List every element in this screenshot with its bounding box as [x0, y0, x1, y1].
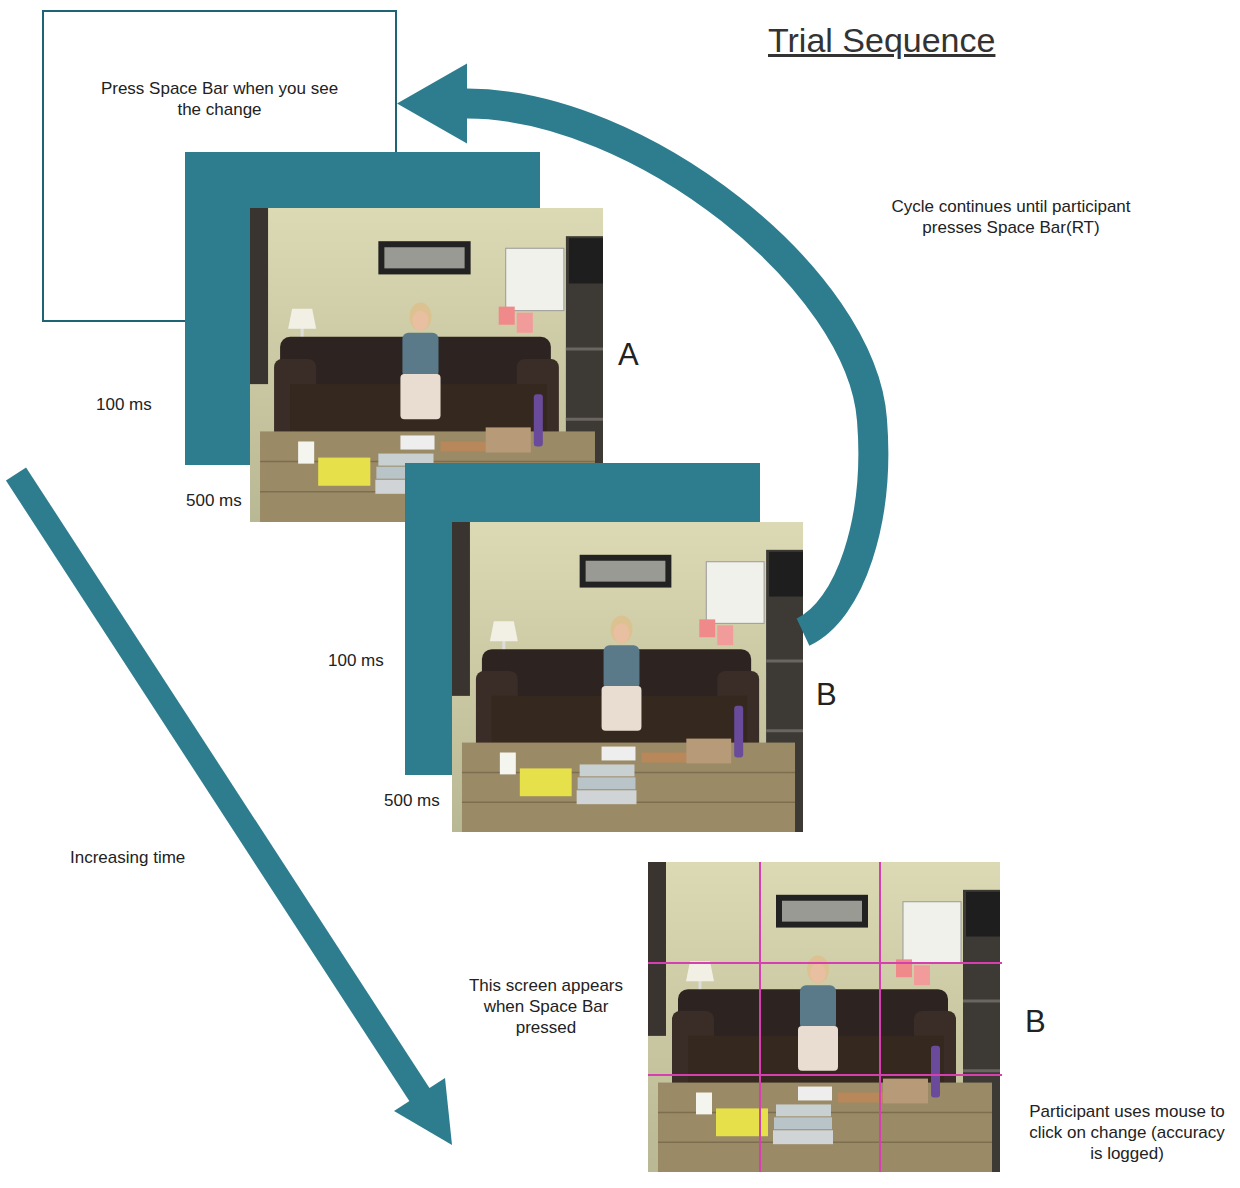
- cycle-note: Cycle continues until participant presse…: [866, 196, 1156, 238]
- screen-a: A: [250, 208, 603, 522]
- screen-letter: B: [1025, 1005, 1046, 1039]
- instruction-box: Press Space Bar when you see the change: [42, 10, 397, 322]
- cycle-arrow-body: [467, 104, 873, 632]
- grid-line: [648, 962, 1002, 964]
- screen-letter: B: [816, 678, 837, 712]
- photo-b: [452, 522, 803, 832]
- time-axis-label: Increasing time: [70, 847, 220, 868]
- response-note: Participant uses mouse to click on chang…: [1024, 1101, 1230, 1164]
- response-screen: B: [648, 862, 1000, 1172]
- instruction-text: Press Space Bar when you see the change: [92, 78, 347, 120]
- screen-letter: A: [618, 338, 639, 372]
- duration-label: 100 ms: [328, 650, 402, 671]
- grid-line: [879, 862, 881, 1172]
- time-arrow-shaft: [16, 474, 421, 1097]
- screen-b: B: [452, 522, 803, 832]
- photo-response: [648, 862, 1000, 1172]
- time-arrow-head: [394, 1078, 452, 1145]
- cycle-arrow-head: [397, 64, 467, 144]
- response-grid: [648, 862, 1002, 1172]
- cycle-arrow: [397, 64, 873, 632]
- duration-label: 500 ms: [186, 490, 246, 511]
- grid-line: [648, 1074, 1002, 1076]
- time-arrow: [16, 474, 452, 1145]
- grid-line: [759, 862, 761, 1172]
- response-note: This screen appears when Space Bar press…: [455, 975, 637, 1038]
- duration-label: 100 ms: [96, 394, 176, 415]
- diagram-title: Trial Sequence: [768, 20, 995, 60]
- duration-label: 500 ms: [384, 790, 446, 811]
